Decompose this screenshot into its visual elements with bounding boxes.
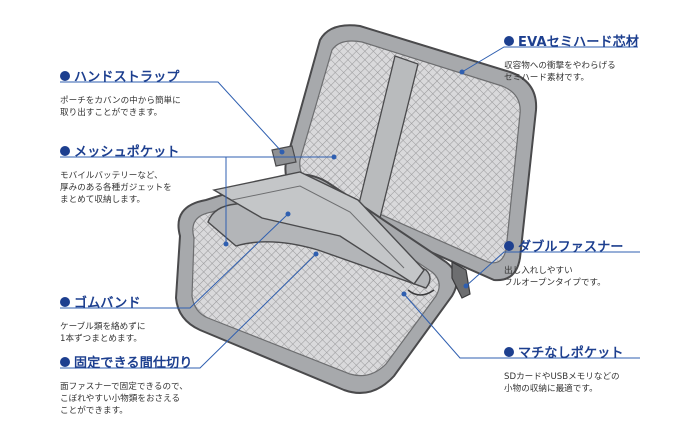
callout-mesh-pocket: メッシュポケット モバイルバッテリーなど、 厚みのある各種ガジェットを まとめて…: [60, 141, 180, 206]
upper-lid: [271, 24, 538, 282]
eva-material-description: 収容物への衝撃をやわらげる セミハード素材です。: [504, 61, 616, 83]
bullet-icon: [504, 240, 514, 251]
gusset-pocket-title: マチなしポケット: [518, 346, 624, 361]
bullet-icon: [60, 356, 70, 367]
callout-double-zipper: ダブルファスナー 出し入れしやすい フルオープンタイプです。: [504, 236, 624, 289]
divider-description: 面ファスナーで固定できるので、 こぼれやすい小物類をおさえる ことができます。: [60, 382, 188, 416]
callout-divider: 固定できる間仕切り 面ファスナーで固定できるので、 こぼれやすい小物類をおさえる…: [60, 352, 193, 417]
zipper-pull: [451, 260, 471, 299]
rubber-band-description: ケーブル類を絡めずに 1本ずつまとめます。: [60, 322, 146, 344]
bullet-icon: [60, 70, 70, 81]
rubber-band-title: ゴムバンド: [74, 296, 141, 311]
divider-title: 固定できる間仕切り: [74, 356, 193, 371]
leader-lines: [60, 46, 640, 369]
gusset-pocket-description: SDカードやUSBメモリなどの 小物の収納に最適です。: [504, 372, 620, 394]
eva-material-title: EVAセミハード芯材: [518, 35, 640, 50]
callout-rubber-band: ゴムバンド ケーブル類を絡めずに 1本ずつまとめます。: [60, 292, 145, 345]
bullet-icon: [504, 35, 514, 46]
bullet-icon: [60, 145, 70, 156]
hand-strap-tab: [271, 145, 297, 167]
bullet-icon: [60, 296, 70, 307]
callout-hand-strap: ハンドストラップ ポーチをカバンの中から簡単に 取り出すことができます。: [60, 66, 181, 119]
double-zipper-title: ダブルファスナー: [518, 240, 624, 255]
bullet-icon: [504, 346, 514, 357]
callout-gusset-pocket: マチなしポケット SDカードやUSBメモリなどの 小物の収納に最適です。: [504, 342, 624, 395]
mesh-pocket-description: モバイルバッテリーなど、 厚みのある各種ガジェットを まとめて収納します。: [60, 171, 172, 205]
callout-eva-material: EVAセミハード芯材 収容物への衝撃をやわらげる セミハード素材です。: [504, 31, 639, 84]
divider-flap: [212, 171, 425, 285]
lower-base: [174, 171, 471, 394]
hand-strap-title: ハンドストラップ: [74, 70, 180, 85]
double-zipper-description: 出し入れしやすい フルオープンタイプです。: [504, 266, 606, 288]
mesh-pocket-title: メッシュポケット: [74, 145, 180, 160]
hand-strap-description: ポーチをカバンの中から簡単に 取り出すことができます。: [60, 96, 181, 118]
